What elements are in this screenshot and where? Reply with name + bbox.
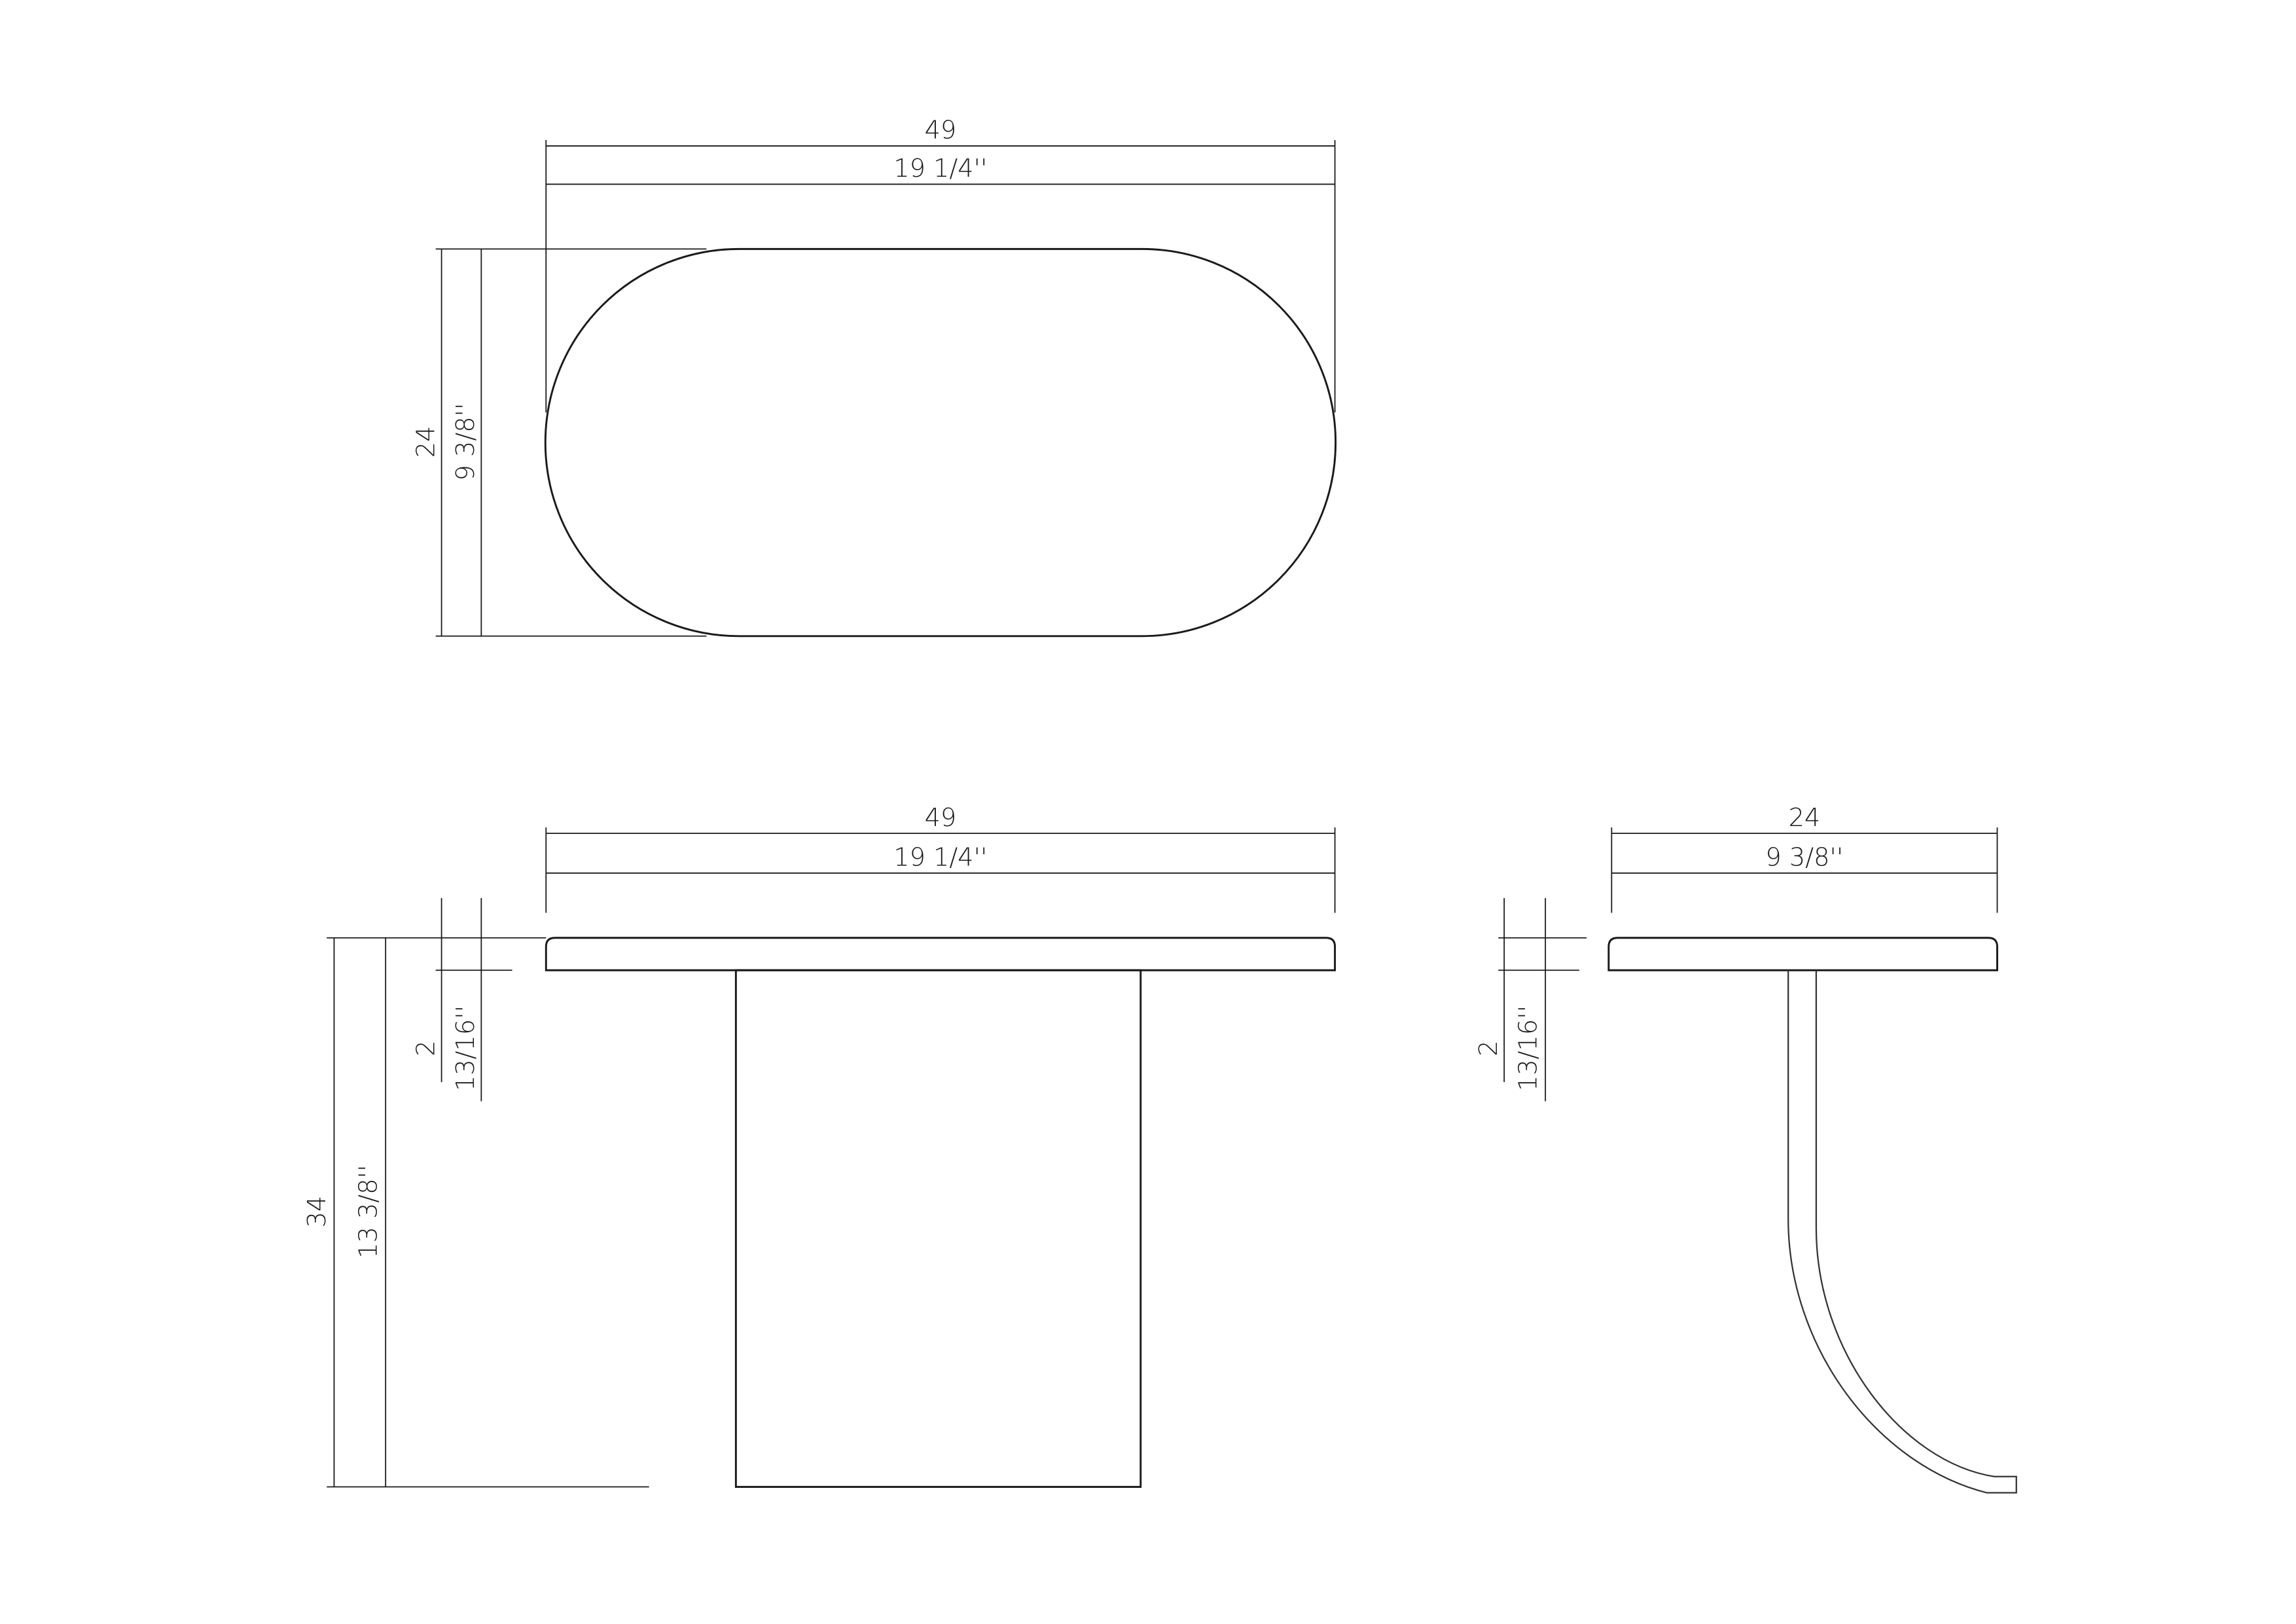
top-length-cm: 49 (925, 117, 957, 145)
top-view: 49 19 1/4'' 24 9 3/8'' (412, 117, 1337, 638)
front-height-in: 13 3/8'' (355, 1164, 384, 1258)
front-base-panel (734, 969, 1142, 1488)
top-length-dimension: 49 19 1/4'' (545, 117, 1336, 412)
side-view: 24 9 3/8'' 2 13/16'' (1475, 804, 2017, 1494)
front-length-cm: 49 (925, 804, 957, 833)
side-width-cm: 24 (1789, 804, 1821, 833)
front-height-dimension: 34 13 3/8'' (303, 937, 649, 1488)
front-tabletop (545, 937, 1336, 971)
front-length-in: 19 1/4'' (893, 844, 987, 873)
side-thickness-dimension: 2 13/16'' (1475, 898, 1587, 1102)
top-length-in: 19 1/4'' (893, 154, 987, 183)
side-width-dimension: 24 9 3/8'' (1611, 804, 1998, 913)
front-length-dimension: 49 19 1/4'' (545, 804, 1336, 913)
top-width-cm: 24 (412, 426, 440, 458)
side-thickness-in: 13/16'' (1515, 1005, 1543, 1091)
front-view: 49 19 1/4'' 34 13 3/8'' 2 13/16'' (303, 804, 1336, 1488)
tabletop-outline (544, 247, 1337, 638)
curved-leg (1787, 970, 2017, 1494)
top-width-in: 9 3/8'' (452, 403, 480, 480)
top-width-dimension: 24 9 3/8'' (412, 248, 707, 637)
side-tabletop (1607, 937, 1998, 971)
front-height-cm: 34 (303, 1196, 332, 1228)
front-thickness-in: 13/16'' (452, 1005, 480, 1091)
side-thickness-cm: 2 (1475, 1040, 1503, 1056)
front-thickness-dimension: 2 13/16'' (412, 898, 512, 1102)
side-width-in: 9 3/8'' (1765, 844, 1843, 873)
front-thickness-cm: 2 (412, 1040, 440, 1056)
